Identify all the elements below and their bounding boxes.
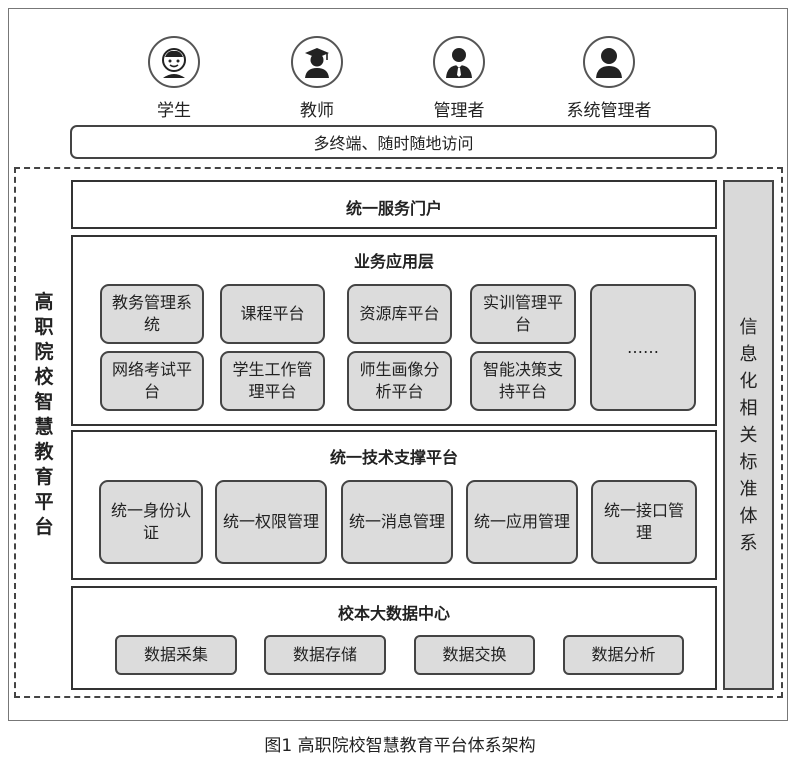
tech-layer-title: 统一技术支撑平台 (329, 448, 458, 467)
manager-icon (433, 36, 485, 88)
figure-caption: 图1 高职院校智慧教育平台体系架构 (264, 736, 536, 756)
business-item: 智能决策支持平台 (470, 351, 576, 411)
business-item: 教务管理系统 (100, 284, 204, 344)
tech-item: 统一应用管理 (466, 480, 578, 564)
portal-title: 统一服务门户 (345, 199, 442, 218)
tech-item: 统一身份认证 (99, 480, 203, 564)
business-item: 网络考试平台 (100, 351, 204, 411)
business-item: 实训管理平台 (470, 284, 576, 344)
tech-item: 统一消息管理 (341, 480, 453, 564)
business-item: 资源库平台 (347, 284, 452, 344)
business-item-more: …… (590, 284, 696, 411)
data-item: 数据采集 (115, 635, 237, 675)
standards-column: 信息化相关标准体系 (723, 180, 774, 690)
data-item: 数据交换 (414, 635, 535, 675)
portal-layer: 统一服务门户 (71, 180, 717, 229)
user-label-system-admin: 系统管理者 (566, 101, 652, 121)
platform-name: 高职院校智慧教育平台 (34, 291, 54, 538)
tech-layer: 统一技术支撑平台 统一身份认证 统一权限管理 统一消息管理 统一应用管理 统一接… (71, 430, 717, 580)
teacher-icon (291, 36, 343, 88)
standards-label: 信息化相关标准体系 (739, 316, 758, 554)
business-layer-title: 业务应用层 (353, 252, 434, 271)
business-item: 课程平台 (220, 284, 325, 344)
student-icon (148, 36, 200, 88)
business-item: 师生画像分析平台 (347, 351, 452, 411)
data-item: 数据分析 (563, 635, 684, 675)
data-layer: 校本大数据中心 数据采集 数据存储 数据交换 数据分析 (71, 586, 717, 690)
business-item: 学生工作管理平台 (220, 351, 325, 411)
business-layer: 业务应用层 教务管理系统 课程平台 资源库平台 实训管理平台 网络考试平台 学生… (71, 235, 717, 426)
user-label-teacher: 教师 (300, 101, 334, 121)
user-label-manager: 管理者 (433, 101, 485, 121)
system-admin-icon (583, 36, 635, 88)
figure-frame (8, 8, 788, 721)
platform-boundary (14, 167, 783, 698)
data-layer-title: 校本大数据中心 (337, 604, 450, 623)
access-bar: 多终端、随时随地访问 (70, 125, 717, 159)
tech-item: 统一接口管理 (591, 480, 697, 564)
user-label-student: 学生 (157, 101, 191, 121)
tech-item: 统一权限管理 (215, 480, 327, 564)
data-item: 数据存储 (264, 635, 386, 675)
